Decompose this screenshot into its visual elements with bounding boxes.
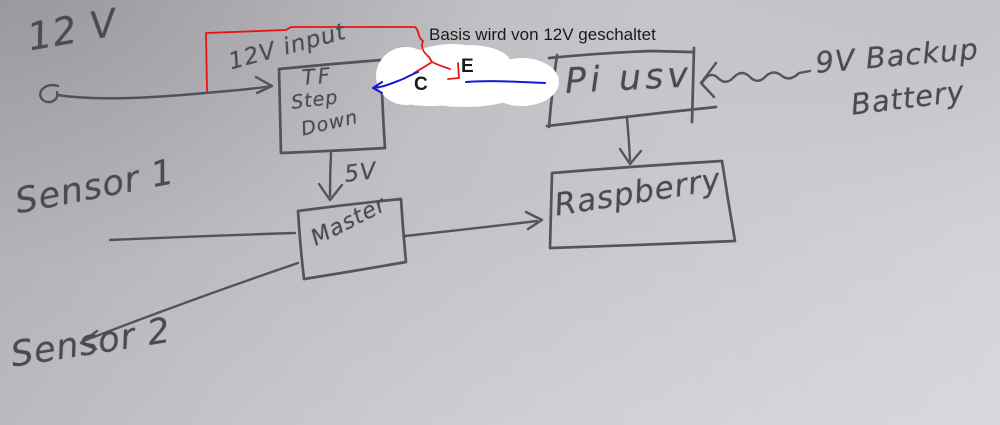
wire-master-to-sensor2 (79, 261, 300, 351)
wire-sensor1-to-master (108, 231, 297, 242)
master-box-outline (296, 197, 408, 281)
wire-piusv-to-raspberry (618, 116, 643, 166)
transistor-emitter-bracket (447, 62, 460, 80)
transistor-emitter-label: E (461, 56, 474, 77)
stepdown-name-line1: TF (301, 63, 334, 90)
piusv-box-label: Pi usv (564, 55, 694, 102)
red-wire-from-12v (205, 26, 433, 92)
wire-5v-to-master (317, 151, 344, 202)
wire-battery-squiggle (699, 61, 812, 99)
blue-wire-emitter-to-piusv (465, 80, 546, 84)
stepdown-output-label: 5V (343, 158, 379, 188)
stepdown-box-outline (277, 58, 387, 155)
wire-master-to-raspberry (403, 210, 544, 238)
wire-12v-to-stepdown (39, 75, 274, 104)
whiteout-blob (376, 44, 559, 107)
piusv-box-outline (545, 46, 718, 129)
basis-annotation-text: Basis wird von 12V geschaltet (429, 25, 656, 44)
transistor-blue-wires (372, 71, 546, 94)
raspberry-box-outline (548, 159, 737, 250)
blue-wire-collector (372, 71, 419, 94)
transistor-collector-label: C (414, 74, 428, 95)
